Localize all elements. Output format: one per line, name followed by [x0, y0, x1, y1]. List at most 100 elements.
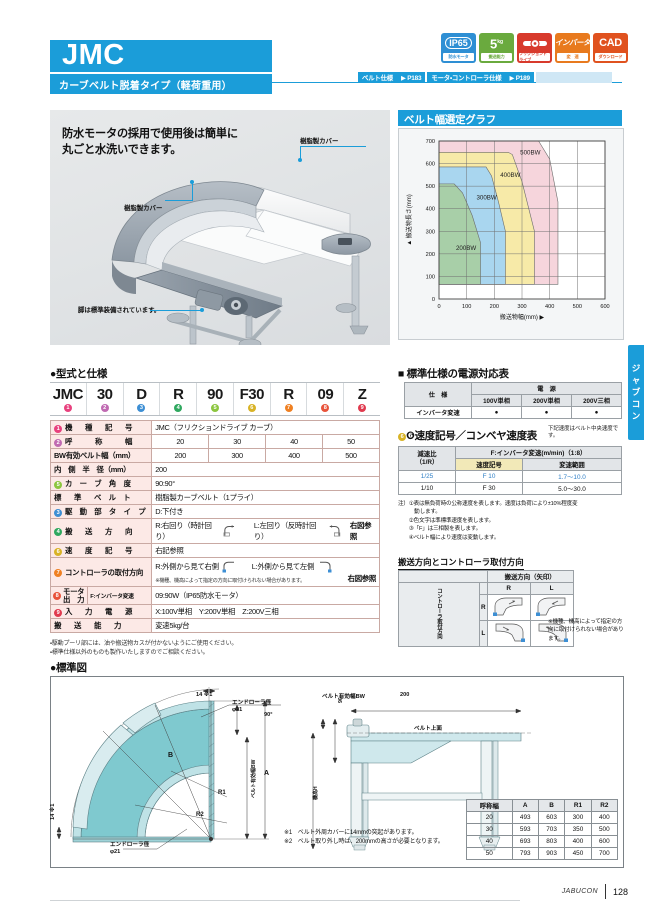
power-table-header-row-2: 100V単相 200V単相 200V三相 [405, 394, 622, 407]
dim-40-r2: 600 [590, 835, 619, 848]
ip65-waterproof-motor-badge: IP65 防水モータ [441, 33, 476, 63]
model-code-cell-2: 30 2 [87, 383, 124, 415]
drawing-belt-width-vertical: ベルト有効幅BW [251, 759, 257, 798]
curve-lr-icon [495, 623, 525, 642]
speed-code-f30: F 30 [455, 482, 523, 495]
svg-text:200: 200 [490, 304, 499, 310]
model-spec-heading: ●型式と仕様 [50, 368, 108, 380]
controller-right-icon [222, 561, 234, 572]
header-title-background [50, 40, 272, 72]
spec-row-belt-width: BW有効ベルト幅（mm） 200 300 400 500 [49, 448, 381, 463]
side-tab-jabucon[interactable]: ジ ャ ブ コ ン [628, 345, 644, 440]
feature-badges: IP65 防水モータ 5kg 搬送能力 フリクションドライブ インバータ 変 速 [441, 33, 628, 63]
power-col-group: 電 源 [471, 382, 622, 395]
nav-motor-controller-spec[interactable]: モータ・コントローラ仕様 ▶ P189 [427, 72, 534, 83]
model-code-text-9: Z [357, 385, 367, 403]
svg-text:0: 0 [437, 304, 440, 310]
ip65-caption: 防水モータ [443, 53, 474, 61]
power-col-100v: 100V単相 [471, 394, 522, 407]
spec-label-drive-type-text: 駆 動 部 タ イ プ [65, 507, 149, 516]
convey-left-icon [329, 524, 341, 536]
speed-range-f10: 1.7～10.0 [522, 470, 622, 483]
nav-motor-spec-label: モータ・コントローラ仕様 [431, 75, 502, 82]
svg-text:0: 0 [432, 297, 435, 303]
dim-50-r1: 450 [564, 847, 592, 860]
spec-value-standard-belt: 樹脂製カーブベルト（1プライ） [151, 490, 380, 505]
model-code-row: JMC 1 30 2 D 3 R 4 90 5 F30 6 R 7 09 8 [50, 382, 380, 416]
curve-ll-icon [538, 623, 568, 642]
spec-nominal-width-30: 30 [208, 434, 267, 449]
dimension-row-50: 50 793 903 450 700 [466, 847, 619, 860]
model-code-index-3: 3 [137, 403, 146, 412]
model-code-text-7: R [283, 385, 294, 403]
speed-header-row-1: 減速比 （1/R） F:インバータ変速(m/min)（1:8） [398, 446, 622, 471]
dim-30-r2: 500 [590, 823, 619, 836]
svg-text:700: 700 [426, 139, 435, 145]
friction-drive-icon [522, 38, 547, 48]
convey-direction-r: R:右回り（時計回り） [155, 521, 212, 541]
leader-cover-left-v [192, 182, 193, 201]
spec-label-capacity: 搬 送 能 力 [49, 618, 153, 633]
leader-dot-cover-left [190, 180, 194, 184]
spec-note-2: ・標準仕様以外のものも製作いたしますのでご相談ください。 [50, 650, 209, 656]
spec-label-inner-radius: 内 側 半 径（mm） [49, 462, 153, 477]
footer-page-number: 128 [612, 886, 628, 897]
spec-notes: ・駆動プーリ部には、油や搬送物カスが付かないようにご使用ください。 ・標準仕様以… [50, 640, 237, 658]
spec-belt-width-400: 400 [265, 448, 323, 463]
power-table-header-row-1: 仕 様 電 源 [404, 382, 622, 407]
load-value: 5kg [489, 36, 504, 52]
friction-drive-caption: フリクションドライブ [519, 51, 550, 62]
inverter-caption: 変 速 [557, 53, 588, 61]
convey-direction-l: L:左回り（反時計回り） [253, 521, 317, 541]
model-code-cell-8: 09 8 [307, 383, 345, 415]
end-roller-top-line2: φ21 [232, 707, 243, 714]
direction-header-row-2: コントローラ取付方向 R L [398, 582, 574, 647]
load-caption: 搬送能力 [481, 53, 512, 61]
friction-drive-badge: フリクションドライブ [517, 33, 552, 63]
spec-label-speed-code-text: 速 度 記 号 [65, 546, 135, 555]
header-subtitle-background [50, 74, 272, 94]
side-tab-char-1: ャ [631, 375, 641, 385]
speed-col-code: 速度記号 [455, 458, 523, 471]
photo-caption-line1: 防水モータの採用で使用後は簡単に [62, 128, 238, 140]
speed-note-2: 動します。 [398, 509, 441, 516]
power-compatibility-table: 仕 様 電 源 100V単相 200V単相 200V三相 インバータ変速 ● ●… [404, 382, 622, 419]
power-mark-200v-three: ● [571, 406, 622, 419]
model-code-index-9: 9 [358, 403, 367, 412]
direction-col-group: 搬送方向（矢印） [486, 570, 574, 583]
direction-cell-rl [529, 594, 574, 621]
motor-sub-label: F:インバータ変速 [87, 587, 135, 604]
spec-index-7: 7 [54, 569, 62, 577]
inverter-badge: インバータ 変 速 [555, 33, 590, 63]
dim-30-r1: 350 [564, 823, 592, 836]
drawing-label-belt-effective-width: ベルト有効幅BW [322, 694, 365, 700]
speed-note-5: ④ベルト幅により速度は変動します。 [398, 534, 500, 541]
spec-value-speed-code: 右記参照 [151, 543, 380, 558]
power-col-spec: 仕 様 [404, 382, 472, 407]
nav-motor-spec-page: ▶ P189 [509, 74, 530, 82]
dim-20-r2: 400 [590, 811, 619, 824]
dim-30-a: 593 [511, 823, 539, 836]
product-photo-illustration [111, 181, 371, 350]
speed-ratio-f10: 1/25 [398, 470, 456, 483]
nav-belt-spec[interactable]: ベルト仕様 ▶ P183 [358, 72, 426, 83]
leader-dot-legs [200, 308, 204, 312]
dimension-table: 呼称幅 A B R1 R2 20 493 603 300 400 30 593 … [466, 799, 619, 860]
drawing-axis-b: B [168, 752, 174, 759]
cad-label: CAD [599, 37, 622, 49]
nav-belt-spec-label: ベルト仕様 [362, 75, 393, 82]
drawing-height-h: 機高H [313, 786, 319, 800]
spec-index-8: 8 [53, 591, 61, 600]
spec-belt-width-300: 300 [208, 448, 267, 463]
dim-50-nominal: 50 [466, 847, 513, 860]
